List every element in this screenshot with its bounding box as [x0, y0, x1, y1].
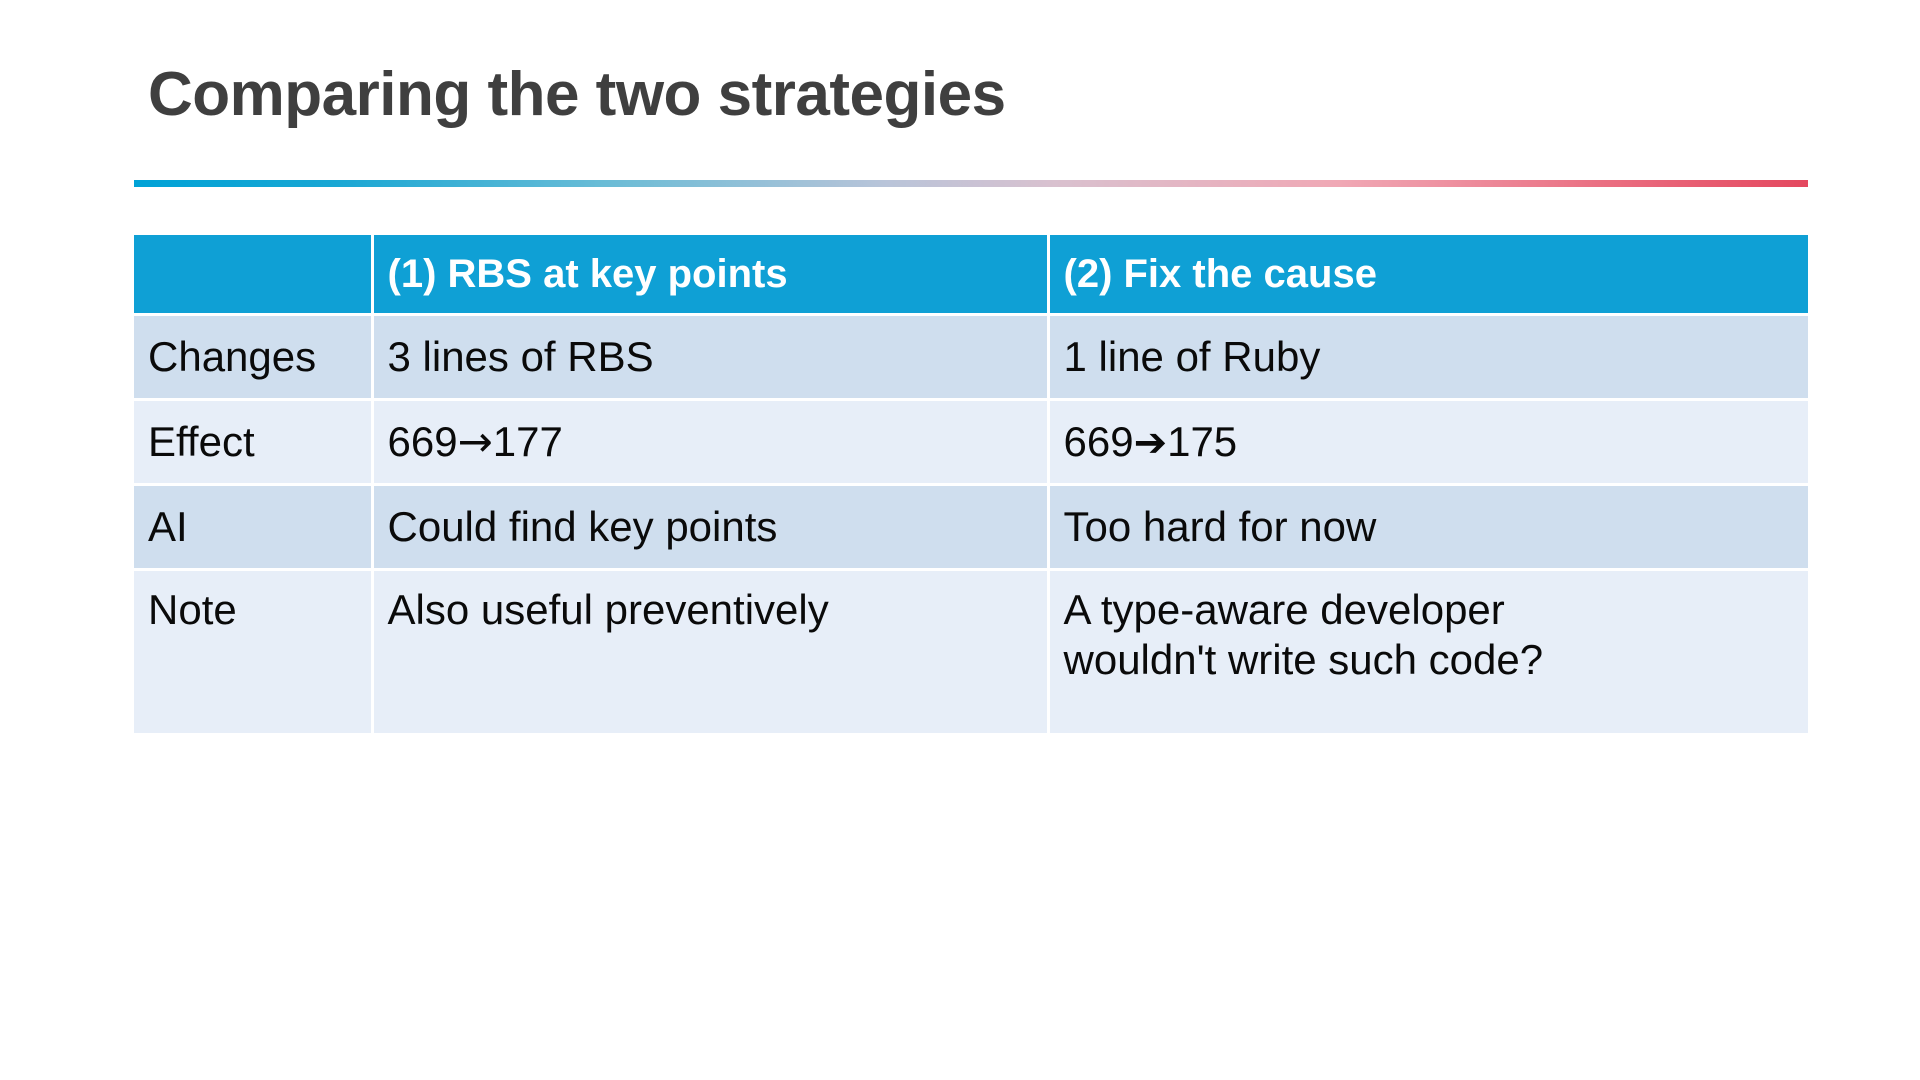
table-row: AI Could find key points Too hard for no… — [134, 483, 1808, 571]
table-row: Changes 3 lines of RBS 1 line of Ruby — [134, 313, 1808, 401]
cell-changes-col1: 3 lines of RBS — [370, 313, 1050, 401]
table-header: (1) RBS at key points (2) Fix the cause — [134, 232, 1808, 316]
effect-col1-before: 669 — [387, 418, 458, 466]
heavy-right-arrow-icon: ➔ — [1133, 419, 1168, 466]
table-header-col1: (1) RBS at key points — [370, 232, 1050, 316]
comparison-table: (1) RBS at key points (2) Fix the cause … — [134, 232, 1808, 736]
row-label-ai: AI — [134, 483, 374, 571]
row-label-changes: Changes — [134, 313, 374, 401]
comparison-table-wrapper: (1) RBS at key points (2) Fix the cause … — [134, 232, 1808, 736]
table-header-row: (1) RBS at key points (2) Fix the cause — [134, 232, 1808, 316]
table-header-col2: (2) Fix the cause — [1046, 232, 1808, 316]
row-label-effect: Effect — [134, 398, 374, 486]
cell-note-col2: A type-aware developer wouldn't write su… — [1046, 568, 1808, 736]
title-block: Comparing the two strategies — [148, 62, 1808, 127]
cell-effect-col2: 669➔175 — [1046, 398, 1808, 486]
table-row: Note Also useful preventively A type-awa… — [134, 568, 1808, 736]
effect-col2-after: 175 — [1167, 417, 1238, 465]
effect-col1-after: 177 — [492, 418, 563, 466]
cell-ai-col2: Too hard for now — [1046, 483, 1808, 571]
table-body: Changes 3 lines of RBS 1 line of Ruby Ef… — [134, 313, 1808, 736]
title-divider-rule — [134, 180, 1808, 187]
table-header-corner-cell — [134, 232, 374, 316]
cell-effect-col1: 669→177 — [370, 398, 1050, 486]
note-col2-line2: wouldn't write such code? — [1063, 635, 1544, 683]
effect-col2-before: 669 — [1063, 417, 1134, 465]
cell-changes-col2: 1 line of Ruby — [1046, 313, 1808, 401]
note-col2-line1: A type-aware developer — [1063, 586, 1505, 633]
right-arrow-icon: → — [457, 417, 493, 467]
cell-ai-col1: Could find key points — [370, 483, 1050, 571]
table-row: Effect 669→177 669➔175 — [134, 398, 1808, 486]
cell-note-col1: Also useful preventively — [370, 568, 1050, 736]
page-title: Comparing the two strategies — [148, 60, 1006, 129]
row-label-note: Note — [134, 568, 374, 736]
